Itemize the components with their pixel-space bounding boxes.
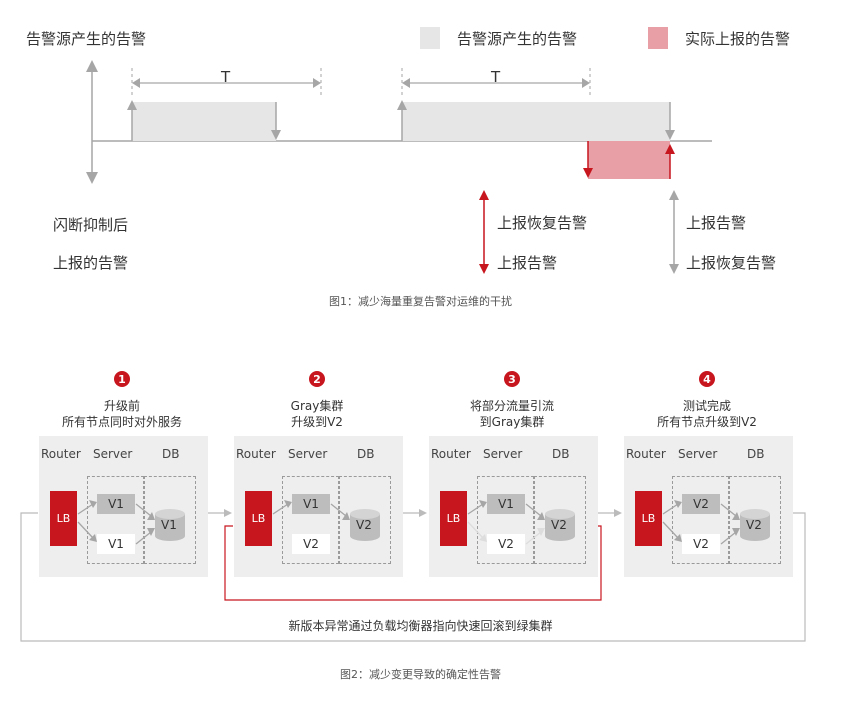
header-db: DB — [747, 447, 765, 461]
db-version: V2 — [356, 518, 372, 532]
deploy-panel-1: Router Server DB LB V1 V1 V1 — [39, 436, 208, 577]
header-db: DB — [552, 447, 570, 461]
server-group — [87, 476, 144, 564]
axis-arrow-up-icon — [86, 60, 98, 72]
left-annotation-line-1: 闪断抑制后 — [53, 216, 129, 234]
step-title-1: 升级前所有节点同时对外服务 — [61, 399, 182, 429]
header-server: Server — [678, 447, 718, 461]
clear-arrow-1-icon — [271, 130, 281, 140]
step-title-3: 将部分流量引流到Gray集群 — [469, 399, 554, 429]
outer-loop-line — [20, 512, 806, 642]
gray-arrow-label-report: 上报告警 — [686, 214, 747, 232]
rollback-text: 新版本异常通过负载均衡器指向快速回滚到绿集群 — [288, 619, 553, 633]
legend-label-reported: 实际上报的告警 — [685, 30, 791, 48]
deploy-panel-3: Router Server DB LB V1 V2 V2 — [429, 436, 598, 577]
report-arrow-icon — [583, 168, 593, 178]
server-top: V1 — [97, 494, 135, 514]
panel-2-links — [272, 500, 380, 541]
deploy-panel-2: Router Server DB LB V1 V2 V2 — [234, 436, 403, 577]
raise-arrow-2-icon — [397, 100, 407, 110]
recover-arrow-icon — [665, 144, 675, 154]
header-db: DB — [162, 447, 180, 461]
server-bottom: V2 — [682, 534, 720, 554]
alarm-bar-2 — [402, 102, 670, 141]
server-top: V1 — [487, 494, 525, 514]
db-group — [144, 476, 196, 564]
gray-arrow-label-recover: 上报恢复告警 — [686, 254, 777, 272]
deploy-panel-4: Router Server DB LB V2 V2 V2 — [624, 436, 793, 577]
red-double-arrow-icon — [479, 190, 489, 274]
flow-arrow-2-icon — [419, 509, 427, 517]
load-balancer: LB — [440, 491, 467, 546]
panel-4-links — [662, 500, 770, 545]
server-group — [477, 476, 534, 564]
db-group — [534, 476, 586, 564]
panel-3-links — [467, 500, 575, 545]
server-group — [282, 476, 339, 564]
interval-label-1: T — [221, 68, 231, 86]
step-number-4: 4 — [699, 371, 715, 387]
step-number-3: 3 — [504, 371, 520, 387]
db-version: V2 — [551, 518, 567, 532]
flow-arrow-1-icon — [224, 509, 232, 517]
rollback-loop-line — [224, 525, 602, 601]
database-icon — [740, 514, 770, 541]
axis-arrow-down-icon — [86, 172, 98, 184]
server-bottom: V2 — [292, 534, 330, 554]
step-title-4: 测试完成所有节点升级到V2 — [657, 399, 757, 429]
header-router: Router — [431, 447, 471, 461]
alarm-bar-1 — [132, 102, 276, 141]
load-balancer: LB — [50, 491, 77, 546]
header-router: Router — [236, 447, 276, 461]
db-version: V1 — [161, 518, 177, 532]
server-top: V1 — [292, 494, 330, 514]
left-annotation-line-2: 上报的告警 — [53, 254, 129, 272]
header-server: Server — [288, 447, 328, 461]
step-number-1: 1 — [114, 371, 130, 387]
y-axis-title: 告警源产生的告警 — [26, 30, 147, 48]
server-bottom: V2 — [487, 534, 525, 554]
header-router: Router — [41, 447, 81, 461]
database-icon — [155, 514, 185, 541]
db-version: V2 — [746, 518, 762, 532]
raise-arrow-1-icon — [127, 100, 137, 110]
legend-swatch-source — [420, 27, 440, 49]
load-balancer: LB — [635, 491, 662, 546]
header-server: Server — [93, 447, 133, 461]
figure-2-caption: 图2：减少变更导致的确定性告警 — [340, 668, 501, 681]
red-arrow-label-recover: 上报恢复告警 — [497, 214, 588, 232]
figure-1-caption: 图1：减少海量重复告警对运维的干扰 — [329, 295, 512, 308]
interval-label-2: T — [491, 68, 501, 86]
db-group — [729, 476, 781, 564]
server-group — [672, 476, 729, 564]
database-icon — [545, 514, 575, 541]
database-icon — [350, 514, 380, 541]
clear-arrow-2-icon — [665, 130, 675, 140]
step-number-2: 2 — [309, 371, 325, 387]
flow-arrow-3-icon — [614, 509, 622, 517]
reported-alarm-bar — [588, 141, 670, 179]
header-db: DB — [357, 447, 375, 461]
panel-1-links — [77, 500, 185, 545]
header-server: Server — [483, 447, 523, 461]
step-title-2: Gray集群升级到V2 — [290, 399, 344, 429]
legend-label-source: 告警源产生的告警 — [457, 30, 578, 48]
server-bottom: V1 — [97, 534, 135, 554]
load-balancer: LB — [245, 491, 272, 546]
header-router: Router — [626, 447, 666, 461]
red-arrow-label-report: 上报告警 — [497, 254, 558, 272]
timeline-diagram — [86, 60, 712, 184]
server-top: V2 — [682, 494, 720, 514]
db-group — [339, 476, 391, 564]
gray-double-arrow-icon — [669, 190, 679, 274]
legend-swatch-reported — [648, 27, 668, 49]
